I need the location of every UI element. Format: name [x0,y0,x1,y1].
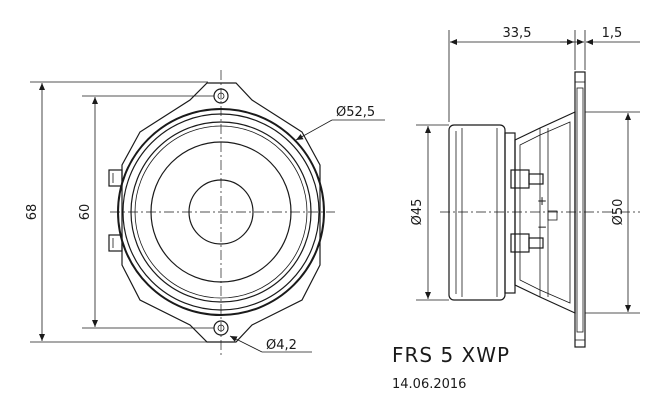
dimension-cutout: Ø52,5 [295,105,385,141]
side-view: + − [440,71,640,348]
dim-label-flange: 1,5 [602,26,623,41]
dimension-hole: Ø4,2 [229,335,312,353]
drawing-date: 14.06.2016 [392,377,466,392]
dim-label-68: 68 [25,204,40,221]
polarity-plus: + [537,194,547,208]
dimension-magnet: Ø45 [410,124,449,301]
front-view [108,70,335,355]
dimension-hole-spacing: 60 [78,95,214,329]
dim-label-60: 60 [78,204,93,221]
dim-label-hole: Ø4,2 [266,338,297,353]
dim-label-cutout: Ø52,5 [336,105,375,120]
dim-label-basket: Ø50 [611,199,626,226]
mounting-flange [121,82,321,343]
basket-side [514,111,576,314]
terminal-left-top [108,169,123,187]
dimension-flange-thickness: 1,5 [560,26,640,70]
model-name: FRS 5 XWP [392,343,510,367]
dim-label-magnet: Ø45 [410,199,425,226]
polarity-minus: − [537,220,547,234]
dimension-overall-height: 68 [25,81,208,343]
dim-label-depth: 33,5 [503,26,532,41]
dimension-basket: Ø50 [585,111,640,314]
dimension-mounting-depth: 33,5 [448,26,586,122]
flange-side [574,71,586,348]
terminal-left-bottom [108,234,123,252]
